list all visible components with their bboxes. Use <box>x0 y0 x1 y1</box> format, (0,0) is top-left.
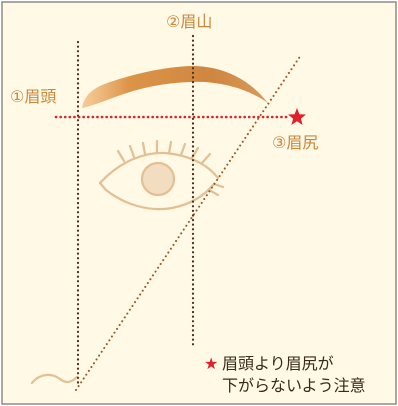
note-star-icon: ★ <box>204 354 218 373</box>
lower-eyelid <box>104 182 216 211</box>
caution-note: ★ 眉頭より眉尻が 下がらないよう注意 <box>204 354 366 395</box>
label-brow-peak: ②眉山 <box>166 12 212 31</box>
eye-illustration <box>98 139 225 211</box>
eyebrow-shape <box>82 66 268 108</box>
label-brow-head: ①眉頭 <box>10 87 56 106</box>
brow-tail-star-marker <box>288 108 306 125</box>
upper-eyelid <box>98 151 220 185</box>
note-line-2: 下がらないよう注意 <box>222 376 366 395</box>
eye-inner-corner <box>98 181 108 192</box>
decorative-curve <box>30 373 79 385</box>
note-line-1: 眉頭より眉尻が <box>222 354 334 373</box>
label-brow-tail: ③眉尻 <box>272 133 318 152</box>
eye-iris <box>140 161 176 197</box>
brow-tail-diagonal-guide <box>75 54 302 391</box>
